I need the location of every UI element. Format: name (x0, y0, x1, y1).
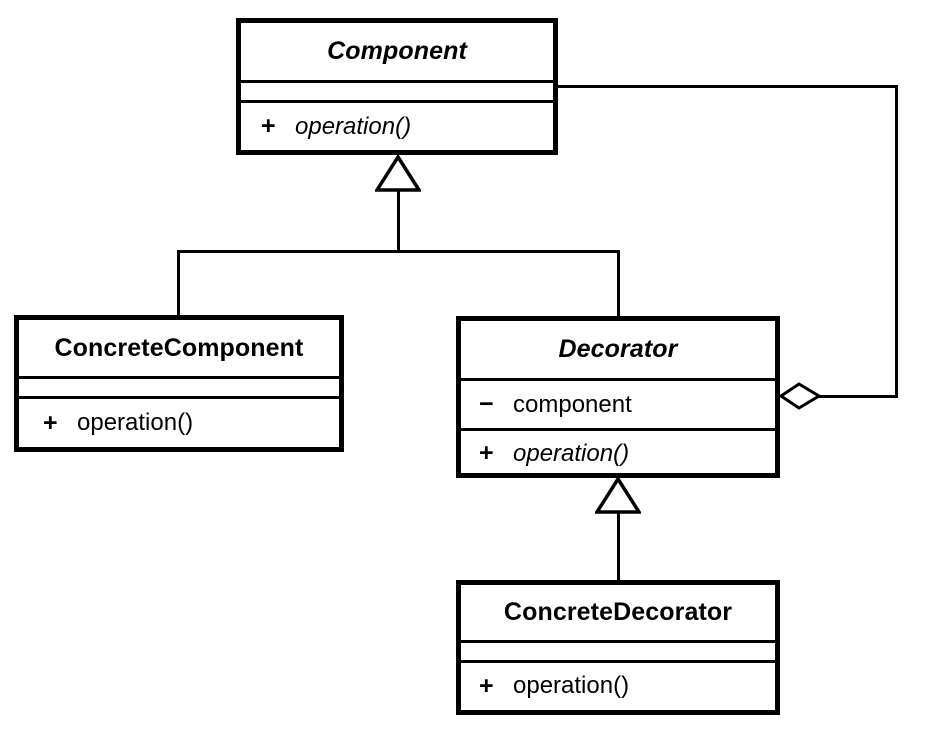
visibility-marker: + (43, 408, 58, 437)
aggregation-diamond (778, 381, 822, 411)
attributes-compartment-decorator: − component (461, 381, 775, 428)
operation-label: operation() (513, 439, 630, 467)
operation-label: operation() (295, 112, 412, 140)
class-divider (19, 396, 339, 399)
generalization-drop-concrete-component (177, 250, 180, 318)
class-divider (241, 100, 553, 103)
generalization-arrow-to-component (375, 155, 421, 192)
class-divider (461, 378, 775, 381)
operations-compartment-concrete-component: + operation() (19, 399, 339, 447)
visibility-marker: + (479, 439, 494, 467)
class-box-concrete-component[interactable]: ConcreteComponent + operation() (14, 315, 344, 452)
generalization-stem-decorator (617, 510, 620, 583)
attribute-label: component (513, 390, 632, 418)
class-name-decorator: Decorator (558, 335, 678, 363)
class-divider (461, 640, 775, 643)
class-divider (461, 428, 775, 431)
class-name-component: Component (327, 37, 467, 65)
visibility-marker: − (479, 390, 494, 418)
generalization-arrow-to-decorator (595, 477, 641, 514)
operation-label: operation() (513, 672, 630, 699)
class-divider (241, 80, 553, 83)
generalization-crossbar (177, 250, 620, 253)
aggregation-segment-horizontal-lower (815, 395, 898, 398)
aggregation-segment-horizontal-upper (556, 85, 898, 88)
class-box-decorator[interactable]: Decorator − component + operation() (456, 316, 780, 478)
attributes-compartment-concrete-decorator (461, 643, 775, 660)
visibility-marker: + (479, 671, 494, 700)
class-name-concrete-decorator: ConcreteDecorator (503, 598, 733, 626)
generalization-drop-decorator (617, 250, 620, 318)
operations-compartment-component: + operation() (241, 103, 553, 150)
generalization-stem-component (397, 188, 400, 253)
class-box-concrete-decorator[interactable]: ConcreteDecorator + operation() (456, 580, 780, 715)
attributes-compartment-component (241, 83, 553, 100)
operations-compartment-decorator: + operation() (461, 431, 775, 476)
class-box-component[interactable]: Component + operation() (236, 18, 558, 155)
aggregation-segment-vertical (895, 85, 898, 396)
class-name-concrete-component: ConcreteComponent (54, 333, 304, 362)
visibility-marker: + (261, 112, 276, 140)
class-divider (19, 376, 339, 379)
class-divider (461, 660, 775, 663)
operations-compartment-concrete-decorator: + operation() (461, 663, 775, 709)
attributes-compartment-concrete-component (19, 379, 339, 396)
operation-label: operation() (77, 409, 194, 436)
